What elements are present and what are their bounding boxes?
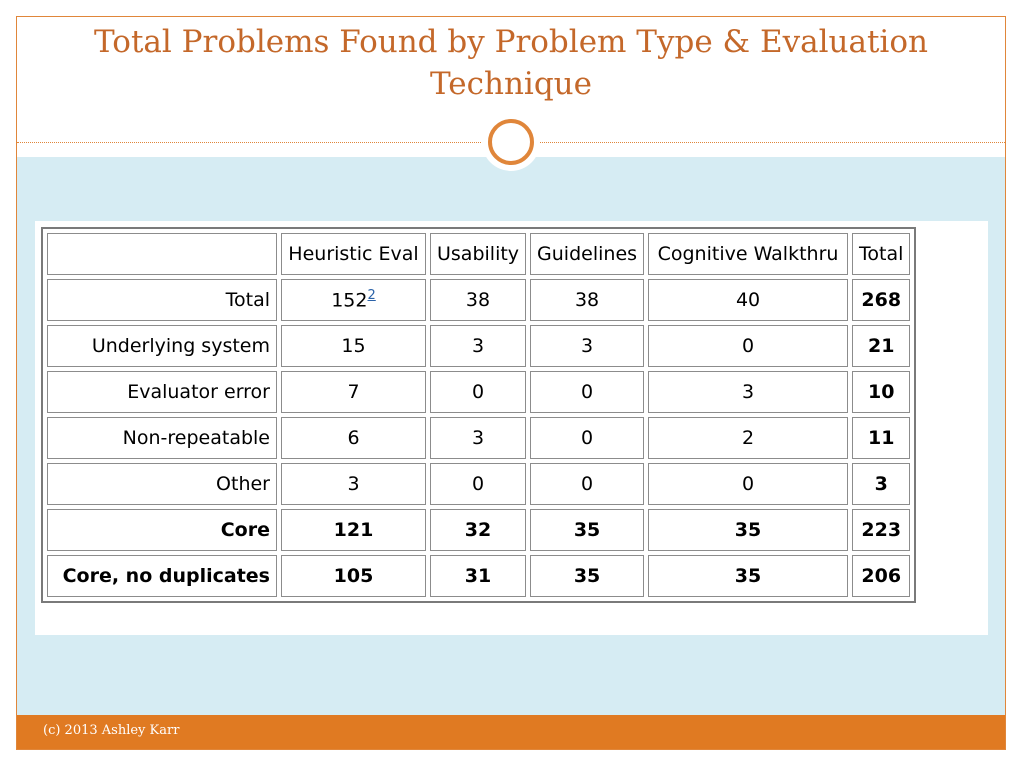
table-cell: 38 [430, 279, 527, 321]
row-label: Non-repeatable [47, 417, 277, 459]
table-cell: 121 [281, 509, 426, 551]
slide: Total Problems Found by Problem Type & E… [16, 16, 1006, 750]
row-label: Underlying system [47, 325, 277, 367]
table-cell: 15 [281, 325, 426, 367]
table-cell: 35 [648, 509, 849, 551]
table-cell: 3 [281, 463, 426, 505]
row-label: Total [47, 279, 277, 321]
header-cell-total: Total [852, 233, 911, 275]
table-row: Evaluator error 7 0 0 3 10 [47, 371, 911, 413]
table-cell: 3 [648, 371, 849, 413]
footer-copyright: (c) 2013 Ashley Karr [43, 723, 180, 738]
table-cell: 35 [530, 509, 645, 551]
table-row: Other 3 0 0 0 3 [47, 463, 911, 505]
row-label: Core [47, 509, 277, 551]
slide-title-line-1: Total Problems Found by Problem Type & E… [94, 24, 928, 60]
table-cell: 3 [430, 325, 527, 367]
footer-bar: (c) 2013 Ashley Karr [17, 715, 1005, 749]
table-row: Non-repeatable 6 3 0 2 11 [47, 417, 911, 459]
table-cell-total: 3 [852, 463, 911, 505]
table-cell-total: 10 [852, 371, 911, 413]
table-panel: Heuristic Eval Usability Guidelines Cogn… [35, 221, 988, 635]
table-cell: 0 [430, 371, 527, 413]
table-cell: 38 [530, 279, 645, 321]
problems-table: Heuristic Eval Usability Guidelines Cogn… [41, 227, 917, 603]
table-cell-total: 223 [852, 509, 911, 551]
circle-ornament-icon [482, 113, 540, 171]
header-cell-heuristic-eval: Heuristic Eval [281, 233, 426, 275]
table-cell-total: 11 [852, 417, 911, 459]
table-cell: 105 [281, 555, 426, 597]
table-cell: 0 [530, 463, 645, 505]
table-cell-total: 206 [852, 555, 911, 597]
table-cell: 3 [530, 325, 645, 367]
row-label: Core, no duplicates [47, 555, 277, 597]
footnote-link[interactable]: 2 [367, 288, 376, 304]
slide-title: Total Problems Found by Problem Type & E… [17, 21, 1005, 105]
header-cell-usability: Usability [430, 233, 527, 275]
table-cell: 35 [648, 555, 849, 597]
table-cell: 0 [430, 463, 527, 505]
table-cell-total: 268 [852, 279, 911, 321]
table-row: Core, no duplicates 105 31 35 35 206 [47, 555, 911, 597]
table-cell: 1522 [281, 279, 426, 321]
table-cell: 0 [648, 325, 849, 367]
table-cell: 7 [281, 371, 426, 413]
cell-value: 152 [331, 289, 368, 312]
table-cell: 2 [648, 417, 849, 459]
table-row: Core 121 32 35 35 223 [47, 509, 911, 551]
row-label: Other [47, 463, 277, 505]
table-header-row: Heuristic Eval Usability Guidelines Cogn… [47, 233, 911, 275]
table-cell: 0 [530, 371, 645, 413]
table-cell: 31 [430, 555, 527, 597]
table-cell: 0 [648, 463, 849, 505]
header-cell-cognitive-walkthru: Cognitive Walkthru [648, 233, 849, 275]
table-cell: 6 [281, 417, 426, 459]
table-cell: 40 [648, 279, 849, 321]
table-cell: 0 [530, 417, 645, 459]
slide-title-line-2: Technique [430, 66, 592, 102]
header-cell-guidelines: Guidelines [530, 233, 645, 275]
table-cell: 35 [530, 555, 645, 597]
table-cell: 3 [430, 417, 527, 459]
header-cell-empty [47, 233, 277, 275]
row-label: Evaluator error [47, 371, 277, 413]
table-row: Underlying system 15 3 3 0 21 [47, 325, 911, 367]
table-cell: 32 [430, 509, 527, 551]
table-cell-total: 21 [852, 325, 911, 367]
table-row: Total 1522 38 38 40 268 [47, 279, 911, 321]
